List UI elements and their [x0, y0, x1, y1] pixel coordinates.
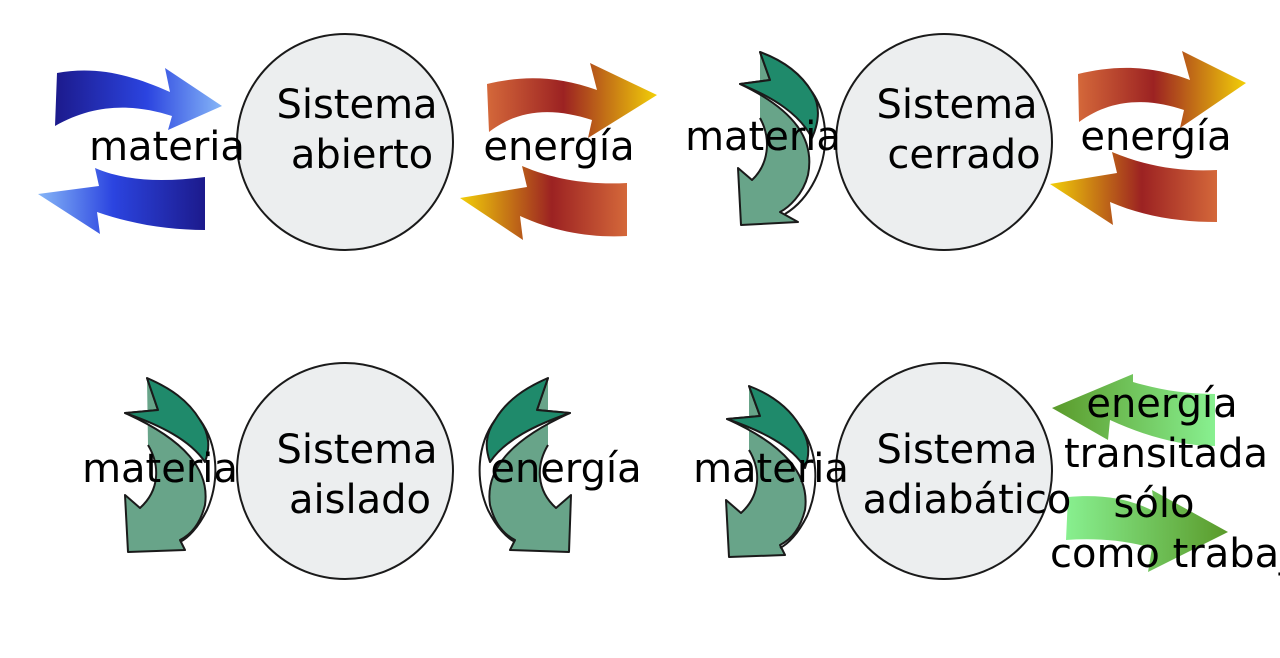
adiabatic-system-line2: adiabático	[863, 477, 1072, 523]
isolated-system-line1: Sistema	[276, 427, 437, 473]
matter-in-arrow	[55, 68, 222, 130]
energy-out-arrow	[460, 166, 627, 240]
matter-blocked-arrow	[737, 51, 827, 226]
panel-adiabatic-system: Sistema adiabático materia energía trans…	[693, 362, 1280, 580]
closed-matter-label: materia	[685, 114, 841, 160]
open-matter-label: materia	[89, 124, 245, 170]
adiabatic-energy-line1: energía	[1086, 381, 1237, 427]
adiabatic-matter-label: materia	[693, 446, 849, 492]
energy-in-arrow	[487, 63, 657, 138]
energy-in-arrow	[1078, 51, 1246, 128]
isolated-system-line2: aislado	[289, 477, 431, 523]
open-system-line1: Sistema	[276, 82, 437, 128]
energy-blocked-arrow	[478, 377, 572, 553]
panel-isolated-system: Sistema aislado materia energía	[82, 362, 642, 580]
work-out-arrow	[1052, 374, 1215, 446]
isolated-system-circle	[236, 362, 454, 580]
closed-energy-label: energía	[1080, 114, 1231, 160]
matter-blocked-arrow	[124, 377, 217, 553]
closed-system-circle	[835, 33, 1053, 251]
closed-system-line1: Sistema	[876, 82, 1037, 128]
closed-system-line2: cerrado	[887, 132, 1040, 178]
isolated-matter-label: materia	[82, 446, 238, 492]
energy-out-arrow	[1050, 152, 1217, 225]
adiabatic-energy-line2: transitada	[1064, 431, 1268, 477]
open-energy-label: energía	[483, 124, 634, 170]
matter-out-arrow	[38, 168, 205, 234]
isolated-energy-label: energía	[490, 446, 641, 492]
matter-blocked-arrow	[725, 385, 817, 558]
open-system-circle	[236, 33, 454, 251]
panel-closed-system: Sistema cerrado materia energía	[685, 33, 1246, 251]
open-system-line2: abierto	[291, 132, 433, 178]
adiabatic-energy-line3: sólo	[1114, 481, 1195, 527]
adiabatic-system-line1: Sistema	[876, 427, 1037, 473]
panel-open-system: Sistema abierto materia energía	[38, 33, 657, 251]
work-in-arrow	[1066, 490, 1228, 572]
adiabatic-energy-line4: como trabajo	[1050, 531, 1280, 577]
adiabatic-system-circle	[835, 362, 1053, 580]
